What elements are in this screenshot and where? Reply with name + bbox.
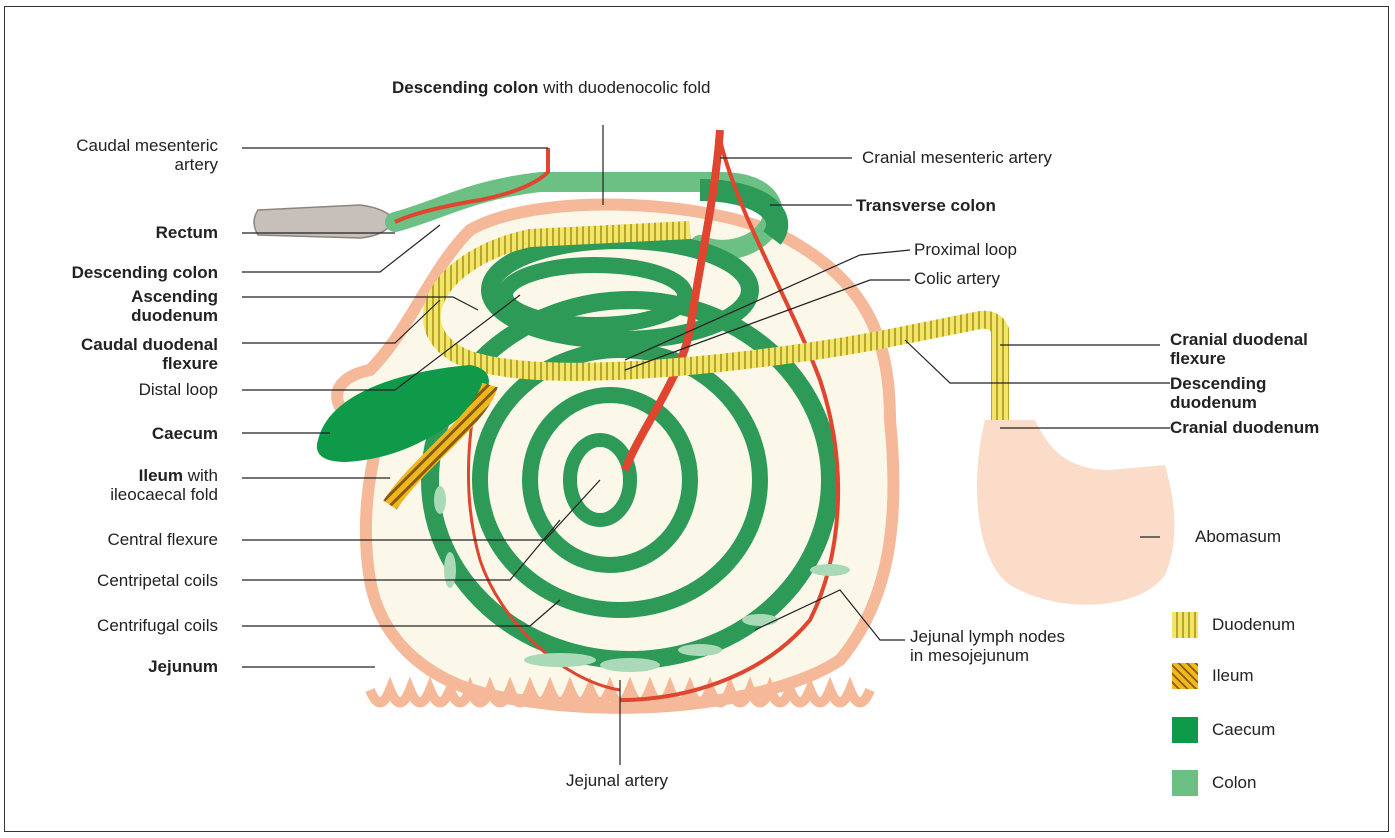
label-cranial-duodenum: Cranial duodenum [1170, 418, 1319, 437]
label-proximal-loop: Proximal loop [914, 240, 1017, 259]
label-jejunal-lymph-nodes-line2: in mesojejunum [910, 646, 1065, 665]
label-descending-colon: Descending colon [72, 263, 218, 282]
label-caudal-duodenal-flexure-line2: flexure [81, 354, 218, 373]
label-descending-colon-top: Descending colon with duodenocolic fold [392, 78, 710, 97]
label-descending-duodenum: Descending duodenum [1170, 374, 1266, 412]
legend-label-caecum: Caecum [1212, 720, 1275, 740]
label-descending-colon-top-bold: Descending colon [392, 78, 538, 97]
label-descending-colon-top-rest: with duodenocolic fold [538, 78, 710, 97]
label-centripetal-coils: Centripetal coils [97, 571, 218, 590]
label-jejunal-lymph-nodes: Jejunal lymph nodes in mesojejunum [910, 627, 1065, 665]
label-ileum-line1: Ileum with [110, 466, 218, 485]
label-cranial-duodenal-flexure-line1: Cranial duodenal [1170, 330, 1308, 349]
label-caudal-mesenteric-artery: Caudal mesenteric artery [76, 136, 218, 174]
legend-item-caecum: Caecum [1172, 717, 1275, 743]
legend-swatch-duodenum [1172, 612, 1198, 638]
label-colic-artery: Colic artery [914, 269, 1000, 288]
label-ileum-rest: with [183, 466, 218, 485]
legend-item-ileum: Ileum [1172, 663, 1254, 689]
label-ascending-duodenum-line1: Ascending [131, 287, 218, 306]
label-ascending-duodenum-line2: duodenum [131, 306, 218, 325]
legend-item-duodenum: Duodenum [1172, 612, 1295, 638]
legend-label-duodenum: Duodenum [1212, 615, 1295, 635]
label-ileum-bold: Ileum [139, 466, 183, 485]
label-jejunal-lymph-nodes-line1: Jejunal lymph nodes [910, 627, 1065, 646]
label-central-flexure: Central flexure [107, 530, 218, 549]
label-cranial-duodenal-flexure-line2: flexure [1170, 349, 1308, 368]
mesentery [337, 205, 893, 708]
label-cranial-mesenteric-artery: Cranial mesenteric artery [862, 148, 1052, 167]
label-caudal-duodenal-flexure-line1: Caudal duodenal [81, 335, 218, 354]
label-distal-loop: Distal loop [139, 380, 218, 399]
legend-label-ileum: Ileum [1212, 666, 1254, 686]
label-jejunum: Jejunum [148, 657, 218, 676]
label-abomasum: Abomasum [1195, 527, 1281, 546]
label-transverse-colon: Transverse colon [856, 196, 996, 215]
label-caudal-mesenteric-artery-line1: Caudal mesenteric [76, 136, 218, 155]
label-ascending-duodenum: Ascending duodenum [131, 287, 218, 325]
label-jejunal-artery: Jejunal artery [566, 771, 668, 790]
legend-swatch-ileum [1172, 663, 1198, 689]
label-descending-duodenum-line1: Descending [1170, 374, 1266, 393]
label-ileum-line2: ileocaecal fold [110, 485, 218, 504]
jejunum-border [337, 205, 893, 708]
label-caecum: Caecum [152, 424, 218, 443]
legend-item-colon: Colon [1172, 770, 1256, 796]
legend-swatch-colon [1172, 770, 1198, 796]
label-centrifugal-coils: Centrifugal coils [97, 616, 218, 635]
label-caudal-duodenal-flexure: Caudal duodenal flexure [81, 335, 218, 373]
legend-swatch-caecum [1172, 717, 1198, 743]
label-cranial-duodenal-flexure: Cranial duodenal flexure [1170, 330, 1308, 368]
label-descending-duodenum-line2: duodenum [1170, 393, 1266, 412]
label-ileum: Ileum with ileocaecal fold [110, 466, 218, 504]
label-caudal-mesenteric-artery-line2: artery [76, 155, 218, 174]
legend-label-colon: Colon [1212, 773, 1256, 793]
label-rectum: Rectum [156, 223, 218, 242]
abomasum-shape [977, 420, 1174, 605]
